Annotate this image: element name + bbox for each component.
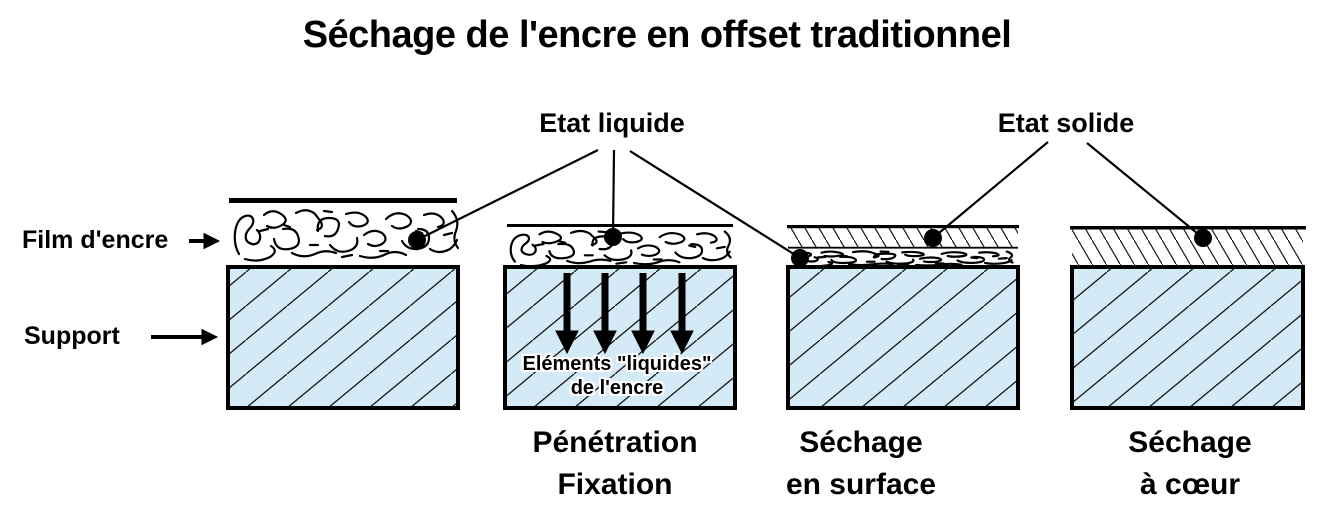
panel-sechage-a-coeur [1070,226,1306,410]
pointer-dots [408,228,1212,267]
caption-line: Séchage [799,426,923,459]
support-right-arrow-icon [151,328,219,346]
ink-film-top-edge [507,224,733,227]
caption-line: à cœur [1139,468,1241,501]
support-hatch [503,265,737,410]
panel-sechage-en-surface [786,225,1020,410]
support-hatch [1070,265,1305,410]
solid-skin-hatch [788,227,1018,248]
film-encre-right-arrow-icon [189,232,221,250]
caption-line: en surface [785,468,937,501]
caption-line: Séchage [1128,426,1252,459]
etat-liquide-pointer-lines [416,149,801,259]
caption-sechage-en-surface: Séchage en surface [736,422,986,506]
solid-skin-bottom-edge [788,246,1018,249]
label-elements-liquides-line2: de l'encre [570,377,664,399]
label-elements-liquides-line1: Eléments "liquides" [522,353,712,375]
ink-film-liquid-texture [791,250,1014,268]
solid-ink-hatch [1072,228,1303,267]
support-hatch [786,265,1020,410]
label-support: Support [24,322,120,350]
panel-film-encre-humide [226,198,460,410]
solid-skin-top-edge [787,225,1019,229]
page-title: Séchage de l'encre en offset traditionne… [302,14,1012,56]
caption-sechage-a-coeur: Séchage à cœur [1065,422,1315,506]
label-elements-liquides: Eléments "liquides" de l'encre [492,352,742,400]
label-etat-liquide: Etat liquide [539,108,685,138]
etat-solide-pointer-lines [932,141,1204,239]
caption-line: Fixation [557,468,673,501]
penetration-down-arrows [555,273,694,355]
ink-film-top-edge [229,198,457,203]
support-hatch [226,265,460,410]
label-film-encre: Film d'encre [22,226,169,254]
caption-line: Pénétration [532,426,698,459]
solid-ink-top-edge [1070,226,1306,230]
caption-penetration-fixation: Pénétration Fixation [490,422,740,506]
label-etat-solide: Etat solide [997,108,1135,138]
panel-penetration-fixation [503,224,737,410]
